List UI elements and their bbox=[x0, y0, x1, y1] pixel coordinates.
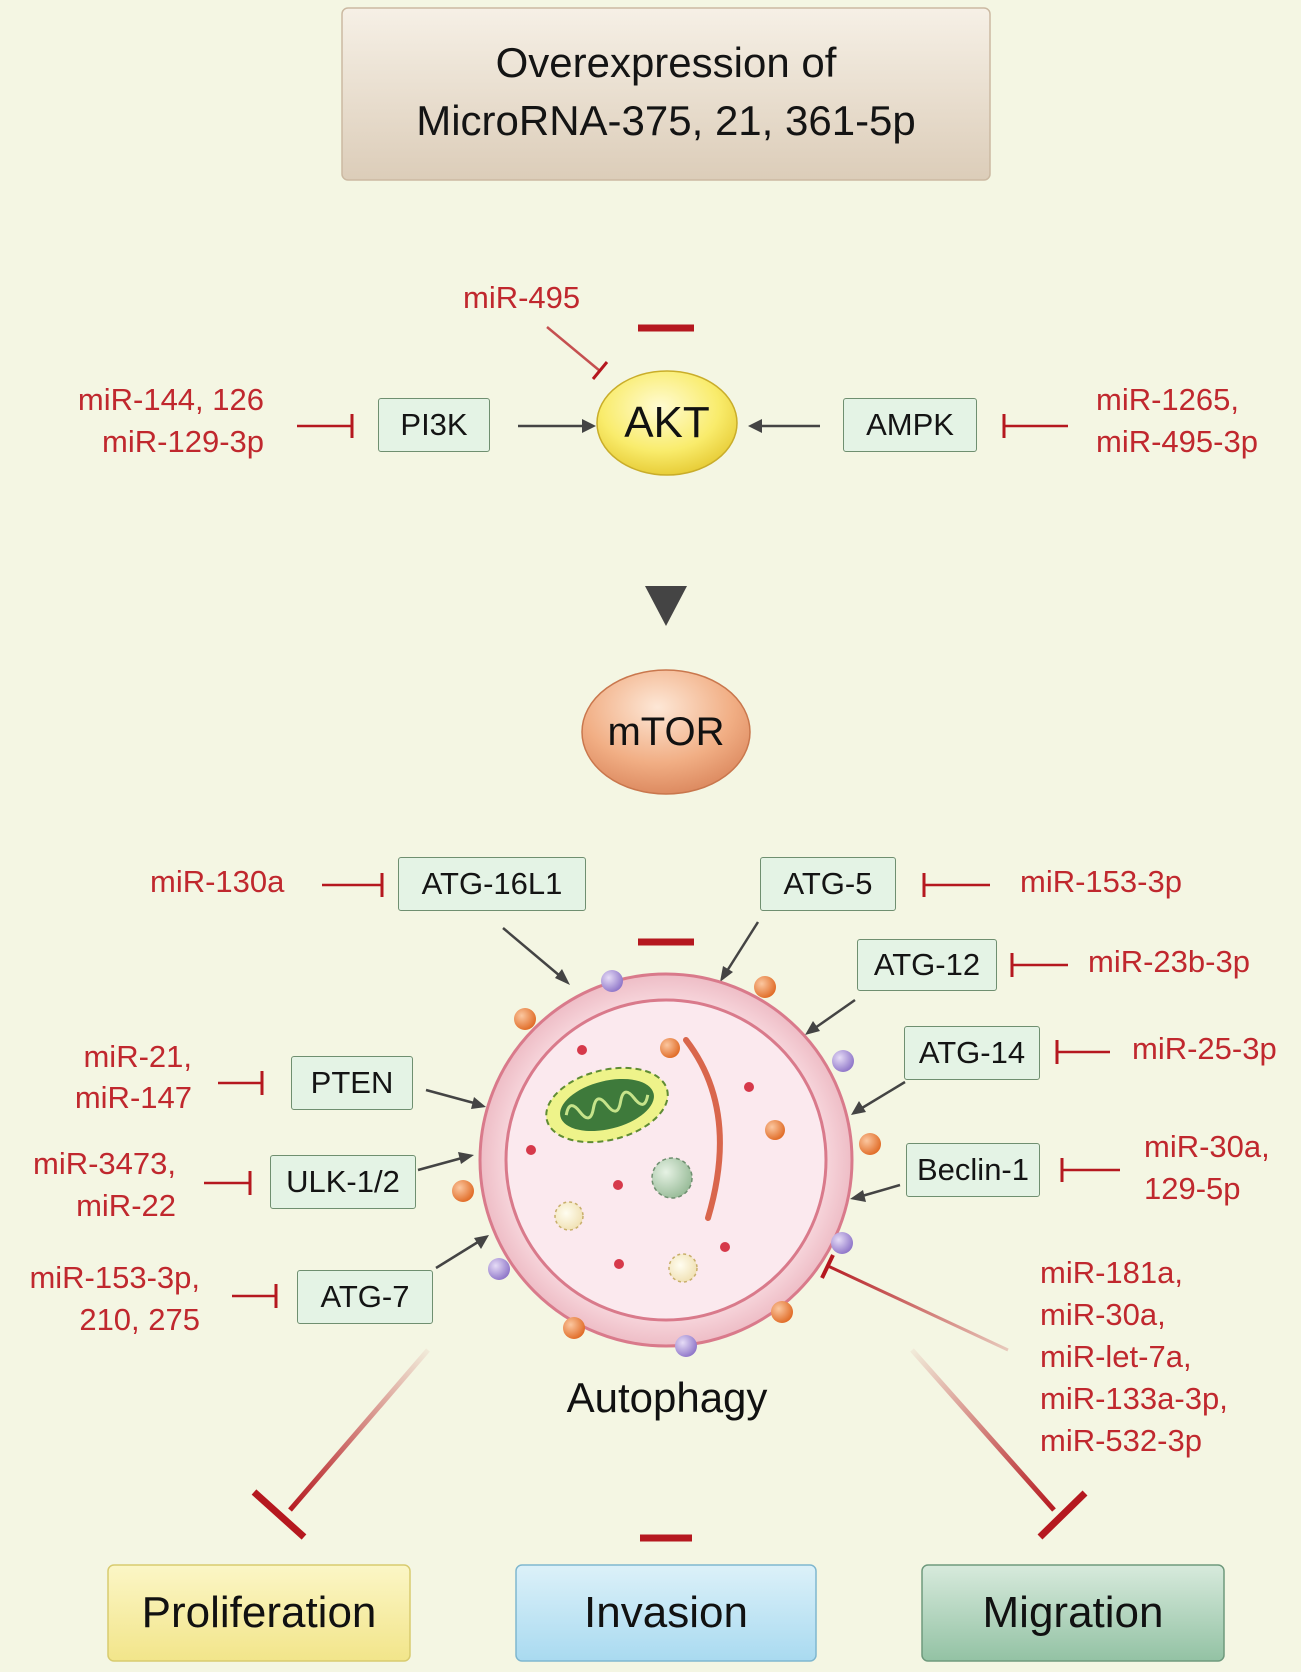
atg7-mir-line1: miR-153-3p, bbox=[29, 1260, 200, 1295]
invasion-label: Invasion bbox=[584, 1588, 748, 1637]
top-box bbox=[341, 7, 991, 181]
proliferation-box bbox=[107, 1564, 411, 1662]
migration-label: Migration bbox=[982, 1588, 1164, 1637]
akt-label: AKT bbox=[624, 398, 710, 447]
invasion-box bbox=[515, 1564, 817, 1662]
akt-node bbox=[596, 370, 738, 476]
atg12-box: ATG-12 bbox=[857, 939, 997, 991]
ulk-mir-line1: miR-3473, bbox=[33, 1146, 176, 1181]
ampk-box: AMPK bbox=[843, 398, 977, 452]
ampk-mir-line1: miR-1265, bbox=[1096, 382, 1239, 417]
pten-mir-line2: miR-147 bbox=[74, 1080, 192, 1115]
atg12-mir-label: miR-23b-3p bbox=[1088, 944, 1250, 979]
atg16l1-box: ATG-16L1 bbox=[398, 857, 586, 911]
ampk-mir-line2: miR-495-3p bbox=[1096, 424, 1258, 459]
atg14-mir-label: miR-25-3p bbox=[1132, 1031, 1277, 1066]
atg7-mir-line2: 210, 275 bbox=[79, 1302, 200, 1337]
beclin-mir-line2: 129-5p bbox=[1144, 1171, 1241, 1206]
pi3k-mir-line1: miR-144, 126 bbox=[77, 382, 264, 417]
pi3k-box: PI3K bbox=[378, 398, 490, 452]
mtor-label: mTOR bbox=[607, 709, 725, 754]
mir495-label: miR-495 bbox=[463, 280, 581, 315]
atg7-box: ATG-7 bbox=[297, 1270, 433, 1324]
ulk-box: ULK-1/2 bbox=[270, 1155, 416, 1209]
pten-mir-line1: miR-21, bbox=[83, 1039, 192, 1074]
autophagy-label: Autophagy bbox=[566, 1374, 768, 1421]
pi3k-mir-line2: miR-129-3p bbox=[102, 424, 264, 459]
pten-box: PTEN bbox=[291, 1056, 413, 1110]
inhibit-proliferation bbox=[288, 1348, 430, 1512]
beclin1-box: Beclin-1 bbox=[906, 1143, 1040, 1197]
mtor-node bbox=[581, 669, 751, 795]
atg16l1-mir-label: miR-130a bbox=[150, 864, 285, 899]
autophagy-mir-line5: miR-532-3p bbox=[1040, 1423, 1202, 1458]
beclin-mir-line1: miR-30a, bbox=[1144, 1129, 1270, 1164]
autophagy-mir-line1: miR-181a, bbox=[1040, 1255, 1183, 1290]
autophagy-mir-line3: miR-let-7a, bbox=[1040, 1339, 1192, 1374]
proliferation-label: Proliferation bbox=[141, 1588, 377, 1637]
atg14-box: ATG-14 bbox=[904, 1026, 1040, 1080]
autophagy-mir-line4: miR-133a-3p, bbox=[1040, 1381, 1228, 1416]
atg5-mir-label: miR-153-3p bbox=[1020, 864, 1182, 899]
migration-box bbox=[921, 1564, 1225, 1662]
top-box-line2: MicroRNA-375, 21, 361-5p bbox=[416, 97, 916, 144]
autophagy-mir-line2: miR-30a, bbox=[1040, 1297, 1166, 1332]
atg5-box: ATG-5 bbox=[760, 857, 896, 911]
ulk-mir-line2: miR-22 bbox=[76, 1188, 176, 1223]
inhibit-mir495-akt bbox=[546, 326, 601, 372]
inhibit-migration bbox=[910, 1348, 1056, 1512]
autophagy-cell bbox=[452, 970, 881, 1357]
top-box-line1: Overexpression of bbox=[495, 39, 837, 86]
